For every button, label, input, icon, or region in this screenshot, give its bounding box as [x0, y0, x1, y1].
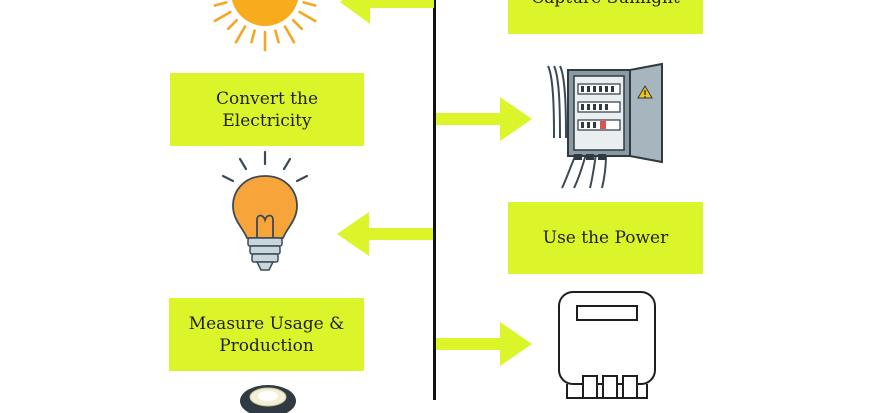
arrow-left-top: [340, 0, 434, 24]
dial-icon: [238, 383, 298, 413]
sun-ray: [234, 25, 247, 44]
arrow-right-meter: [436, 322, 532, 366]
step-label-use: Use the Power: [542, 228, 669, 248]
arrow-right-panel: [436, 97, 532, 141]
sun-ray: [298, 10, 317, 23]
arrow-left-bulb: [337, 212, 433, 256]
sun-ray: [213, 10, 232, 23]
step-box-convert-electricity: Convert the Electricity: [170, 73, 364, 146]
step-label-convert-line1: Convert the: [215, 88, 319, 109]
sun-ray: [283, 25, 296, 44]
light-bulb-icon: [215, 150, 315, 280]
timeline-line: [433, 0, 436, 400]
step-box-capture-sunlight: Capture Sunlight: [508, 0, 703, 34]
step-label-convert-line2: Electricity: [222, 110, 312, 131]
step-box-measure-usage: Measure Usage & Production: [169, 298, 364, 371]
sun-icon: [200, 0, 330, 60]
sun-ray: [213, 1, 228, 7]
electrical-panel-icon: [540, 58, 670, 193]
step-label-measure-line1: Measure Usage &: [188, 313, 345, 334]
meter-icon: [553, 288, 663, 400]
sun-ray: [302, 1, 317, 7]
step-box-use-power: Use the Power: [508, 202, 703, 274]
step-label-capture: Capture Sunlight: [531, 0, 679, 8]
sun-ray: [292, 19, 304, 31]
step-label-measure-line2: Production: [219, 335, 314, 356]
sun-ray: [250, 29, 256, 44]
sun-ray: [226, 19, 239, 31]
sun-ray: [274, 29, 280, 44]
